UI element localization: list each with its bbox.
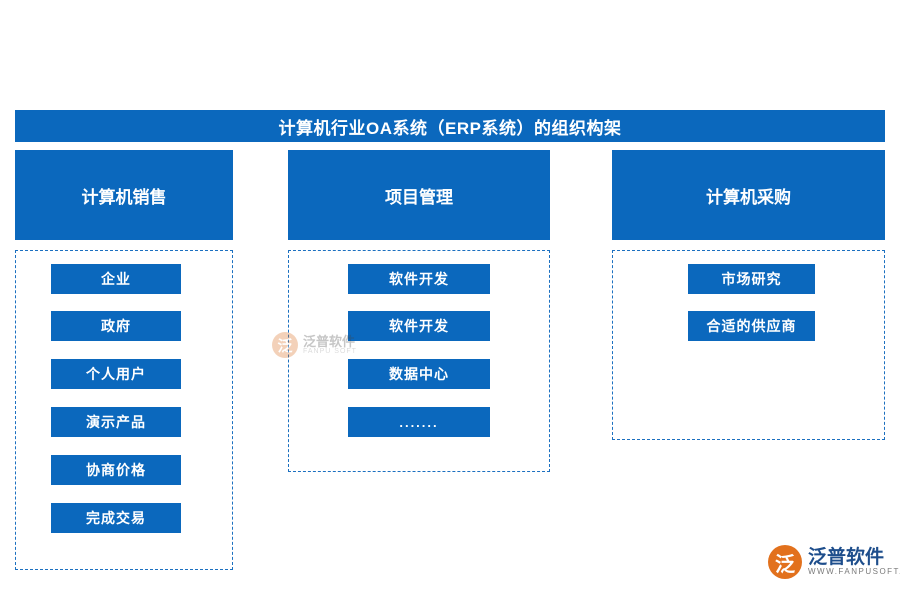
item-chip: 完成交易: [51, 503, 181, 533]
item-chip: 市场研究: [688, 264, 815, 294]
item-chip: 合适的供应商: [688, 311, 815, 341]
item-chip: 数据中心: [348, 359, 490, 389]
item-chip: 协商价格: [51, 455, 181, 485]
column-header-project-management: 项目管理: [288, 150, 550, 240]
group-box-project-management: [288, 250, 550, 472]
item-chip: 个人用户: [51, 359, 181, 389]
group-box-purchasing: [612, 250, 885, 440]
column-header-purchasing: 计算机采购: [612, 150, 885, 240]
corner-watermark-sub: WWW.FANPUSOFT.COM: [808, 566, 900, 576]
item-chip: 软件开发: [348, 311, 490, 341]
column-header-sales: 计算机销售: [15, 150, 233, 240]
item-chip: 政府: [51, 311, 181, 341]
fanpu-logo-icon: 泛: [768, 545, 802, 579]
group-box-sales: [15, 250, 233, 570]
corner-watermark-name: 泛普软件: [808, 546, 885, 568]
item-chip-ellipsis: .......: [348, 407, 490, 437]
corner-watermark-text: 泛普软件 WWW.FANPUSOFT.COM: [808, 546, 900, 576]
item-chip: 演示产品: [51, 407, 181, 437]
item-chip: 企业: [51, 264, 181, 294]
diagram-title: 计算机行业OA系统（ERP系统）的组织构架: [15, 110, 885, 142]
corner-watermark: 泛 泛普软件 WWW.FANPUSOFT.COM: [768, 545, 900, 579]
item-chip: 软件开发: [348, 264, 490, 294]
